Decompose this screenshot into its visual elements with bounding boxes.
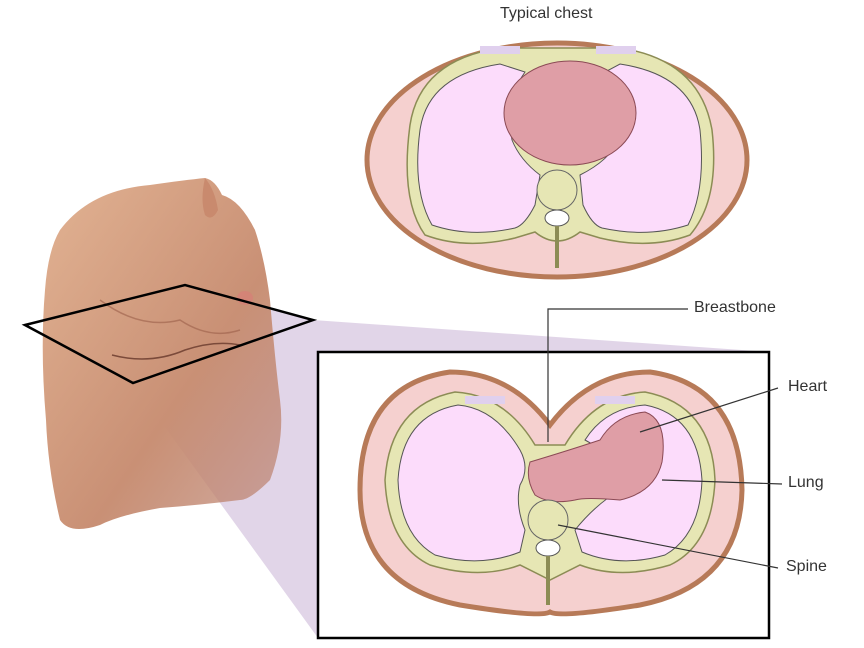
- cutting-plane: [21, 283, 318, 385]
- leader-lines: [547, 308, 783, 569]
- title-typical-chest: Typical chest: [500, 5, 593, 22]
- label-breastbone: Breastbone: [694, 299, 776, 316]
- typical-chest-cross-section: [364, 40, 750, 280]
- sunken-chest-cross-section: [357, 369, 745, 617]
- label-heart: Heart: [788, 378, 828, 395]
- label-lung: Lung: [788, 474, 824, 491]
- torso-illustration: [42, 178, 282, 529]
- label-spine: Spine: [786, 558, 827, 575]
